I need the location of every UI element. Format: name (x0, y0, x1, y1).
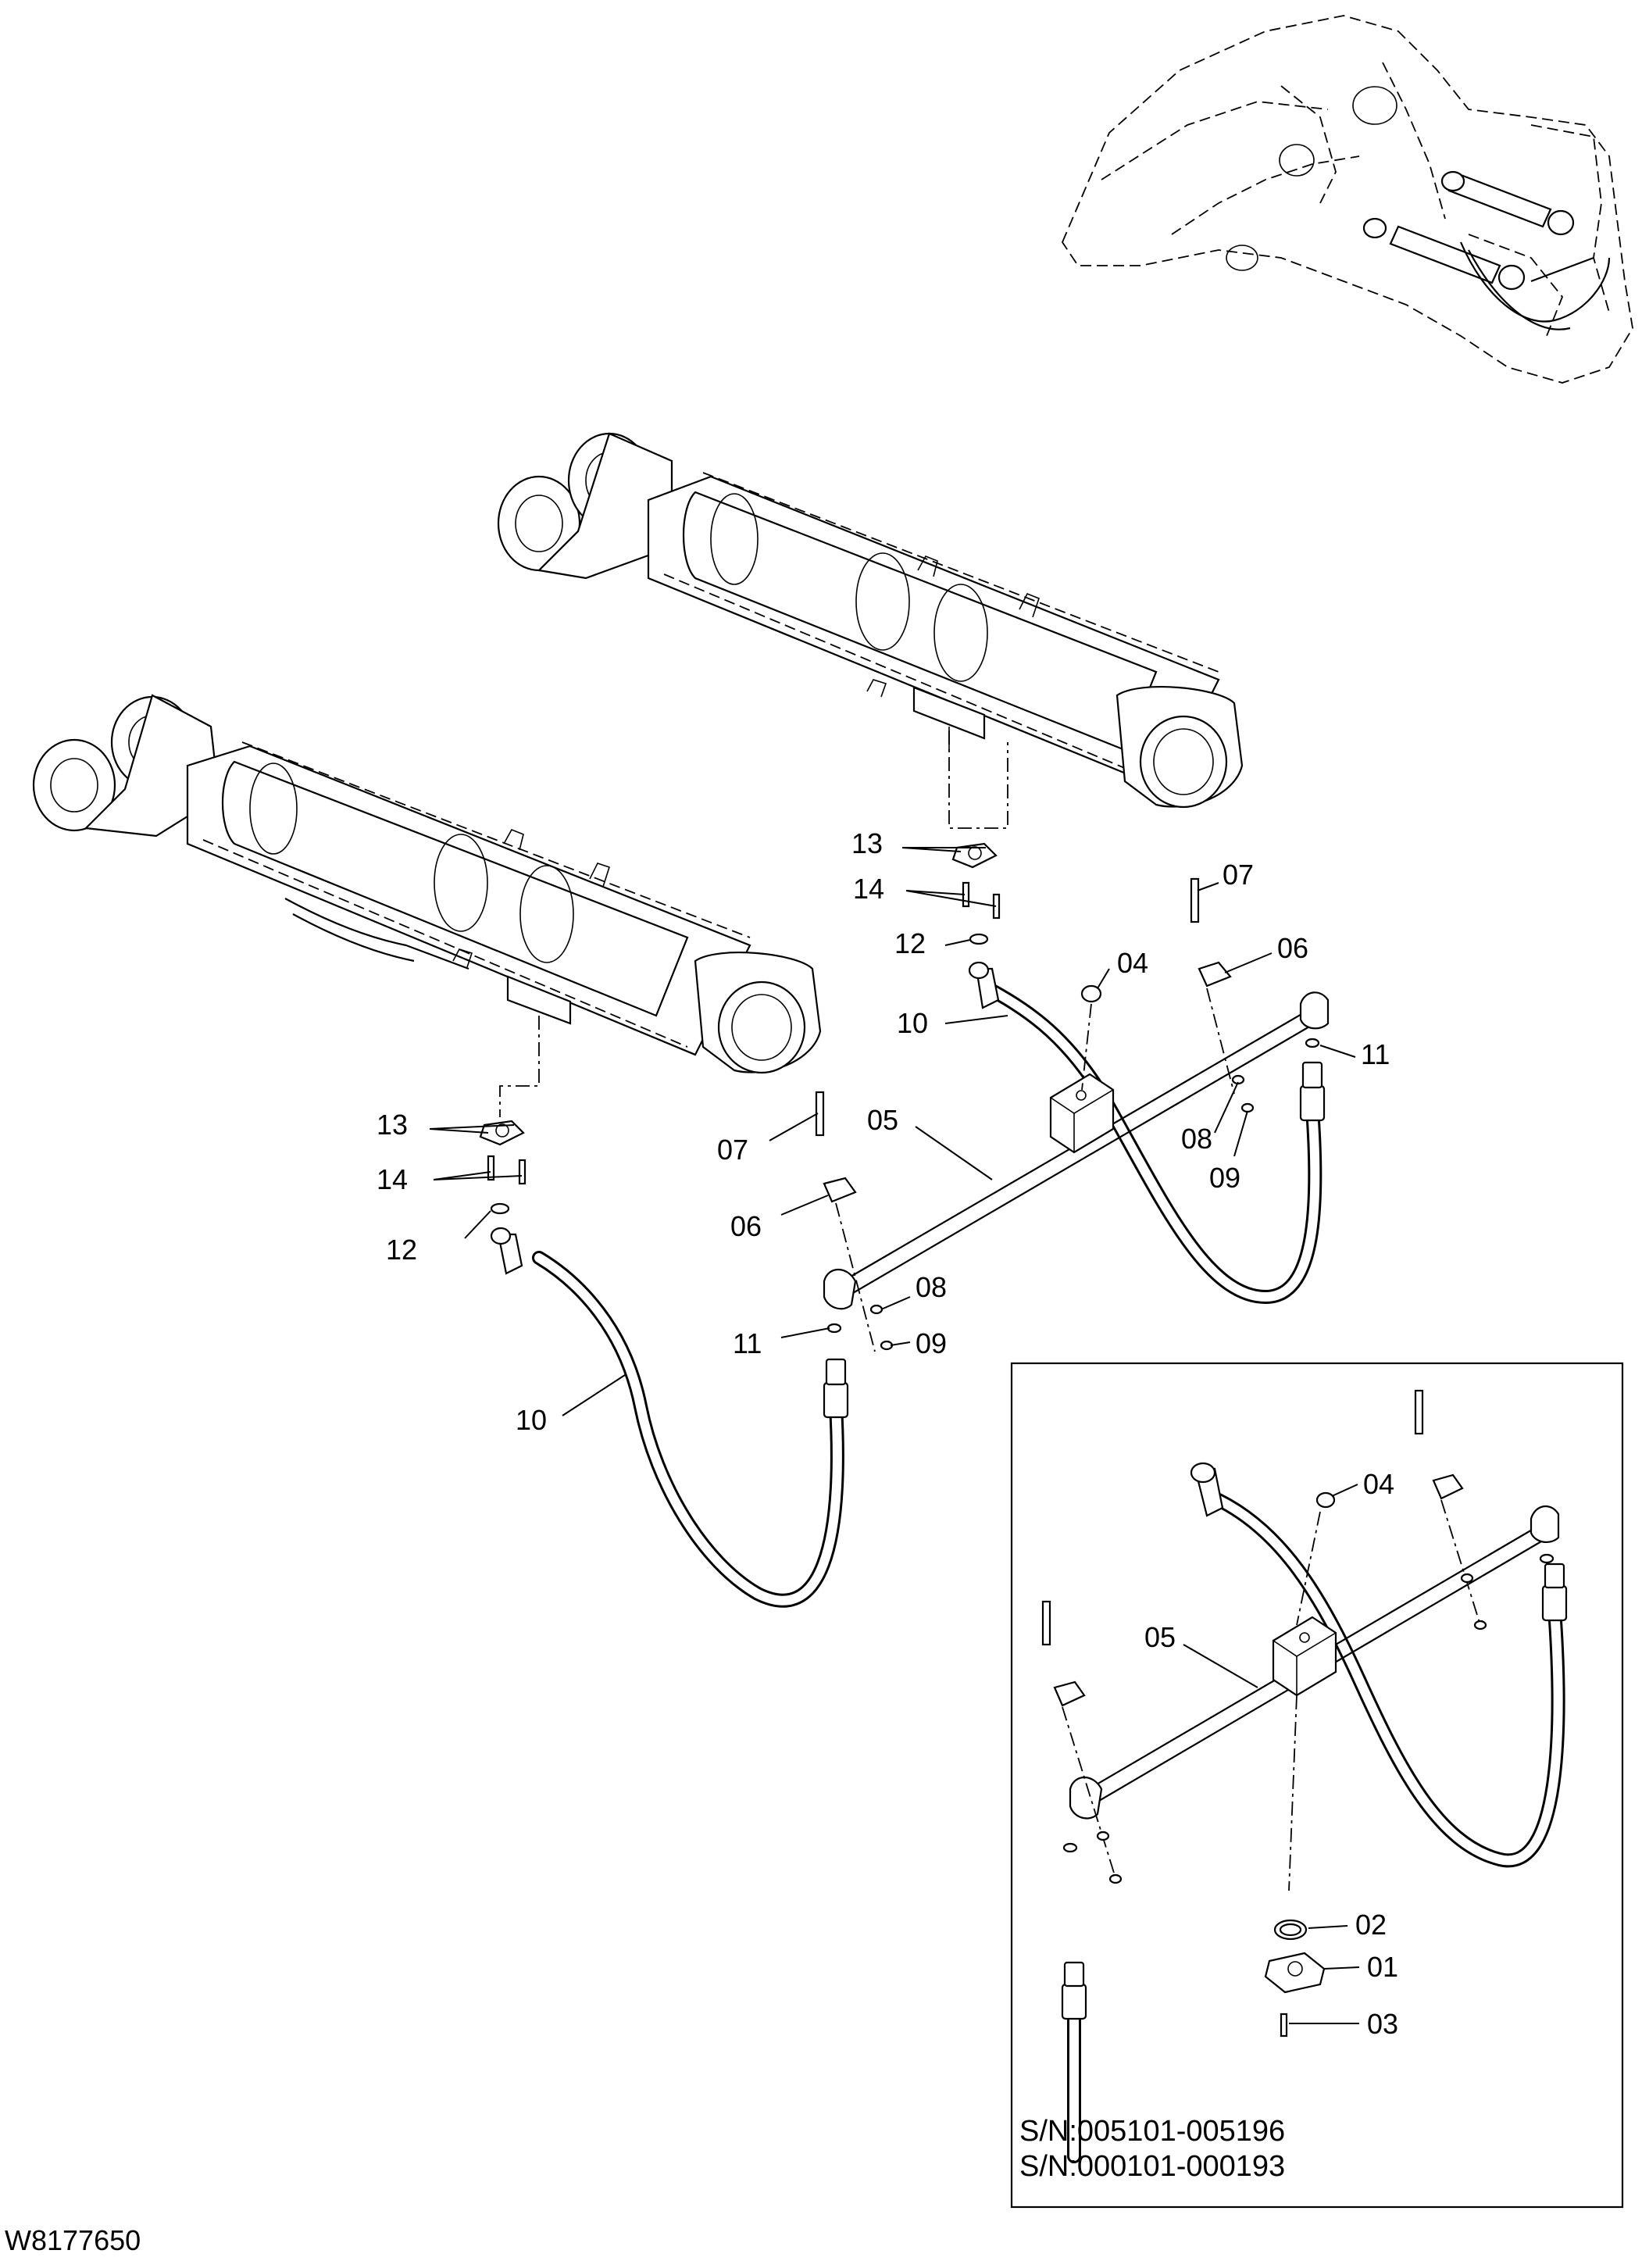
callout-09-lower: 09 (916, 1327, 947, 1359)
inset-callout-04: 04 (1363, 1468, 1394, 1500)
lower-hydraulic-cylinder (32, 694, 822, 1117)
inset-callout-02: 02 (1355, 1909, 1387, 1941)
callout-14-upper: 14 (853, 873, 884, 905)
callout-09-upper: 09 (1209, 1162, 1240, 1194)
inset-callout-05: 05 (1144, 1621, 1176, 1653)
inset-callout-01: 01 (1367, 1951, 1398, 1983)
callout-10-upper: 10 (897, 1007, 928, 1039)
callout-04-upper: 04 (1117, 947, 1148, 979)
callout-07-lower: 07 (717, 1134, 748, 1166)
upper-hydraulic-cylinder (497, 432, 1244, 829)
callout-11-upper: 11 (1361, 1038, 1390, 1070)
callout-10-lower: 10 (516, 1404, 547, 1436)
callout-13-lower: 13 (377, 1109, 408, 1141)
callout-06-upper: 06 (1277, 932, 1308, 964)
inset-callout-03: 03 (1367, 2008, 1398, 2040)
callout-leaders-main (429, 847, 1356, 1416)
hose-assembly-main (479, 842, 1330, 1608)
callout-07-upper: 07 (1223, 859, 1254, 891)
serial-range-1: S/N:005101-005196 (1019, 2115, 1285, 2148)
callout-labels-main: 13 14 12 10 04 07 06 11 05 08 09 13 14 1… (377, 827, 1390, 1436)
callout-06-lower: 06 (730, 1210, 762, 1242)
inset-variant-panel: 04 05 02 01 03 S/N:005101-005196 S/N:000… (1010, 1362, 1624, 2209)
overview-machine-illustration (1061, 15, 1633, 384)
callout-12-upper: 12 (894, 927, 926, 959)
callout-12-lower: 12 (386, 1234, 417, 1266)
callout-05-main: 05 (867, 1104, 898, 1136)
drawing-code: W8177650 (5, 2224, 141, 2256)
callout-14-lower: 14 (377, 1163, 408, 1195)
callout-13-upper: 13 (851, 827, 883, 859)
callout-08-upper: 08 (1181, 1123, 1212, 1155)
serial-range-2: S/N:000101-000193 (1019, 2150, 1285, 2183)
callout-08-lower: 08 (916, 1271, 947, 1303)
callout-11-lower: 11 (733, 1327, 762, 1359)
